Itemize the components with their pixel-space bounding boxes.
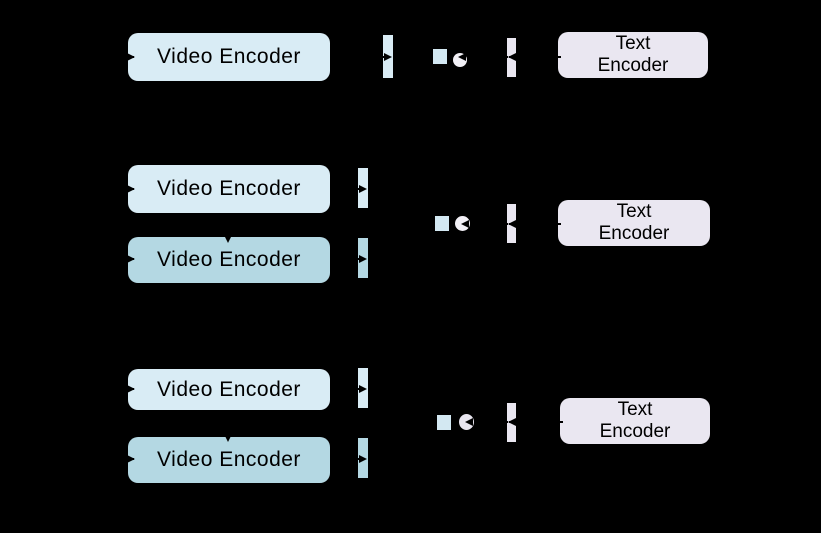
text-encoder-box: Text Encoder <box>558 200 710 246</box>
text-encoder-box: Text Encoder <box>560 398 710 444</box>
arrow-left-icon <box>465 418 473 426</box>
video-encoder-label: Video Encoder <box>157 448 301 471</box>
video-encoder-label: Video Encoder <box>157 45 301 68</box>
arrow-shaft-vertical <box>227 410 229 436</box>
arrow-shaft <box>509 421 563 423</box>
video-encoder-box: Video Encoder <box>128 33 330 81</box>
arrow-right-icon <box>359 255 367 263</box>
arrow-right-icon <box>127 255 135 263</box>
arrow-shaft <box>509 223 561 225</box>
arrow-shaft <box>509 56 561 58</box>
arrow-shaft <box>106 188 134 190</box>
arrow-right-icon <box>127 455 135 463</box>
arrow-right-icon <box>384 53 392 61</box>
video-encoder-box: Video Encoder <box>128 165 330 213</box>
arrow-shaft <box>476 421 508 423</box>
arrow-left-icon <box>461 220 469 228</box>
text-encoder-label: Text Encoder <box>598 201 670 244</box>
arrow-shaft <box>330 258 360 260</box>
arrow-down-icon <box>224 235 232 243</box>
arrow-right-icon <box>127 53 135 61</box>
arrow-shaft <box>106 458 134 460</box>
arrow-left-icon <box>508 220 516 228</box>
arrow-right-icon <box>127 185 135 193</box>
arrow-shaft <box>472 223 508 225</box>
arrow-right-icon <box>359 455 367 463</box>
video-encoder-box: Video Encoder <box>128 369 330 410</box>
arrow-shaft <box>470 56 508 58</box>
arrow-shaft <box>330 56 386 58</box>
video-encoder-label: Video Encoder <box>157 177 301 200</box>
video-embedding-square-icon <box>437 415 451 430</box>
arrow-shaft <box>106 388 134 390</box>
arrow-shaft <box>330 458 360 460</box>
arrow-down-icon <box>224 434 232 442</box>
arrow-shaft <box>330 188 360 190</box>
arrow-shaft <box>106 56 134 58</box>
video-encoder-label: Video Encoder <box>157 377 301 401</box>
text-encoder-box: Text Encoder <box>558 32 708 78</box>
video-encoder-box-secondary: Video Encoder <box>128 237 330 283</box>
arrow-shaft <box>106 258 134 260</box>
arrow-right-icon <box>359 385 367 393</box>
arrow-right-icon <box>359 185 367 193</box>
text-encoder-label: Text Encoder <box>597 33 669 76</box>
arrow-left-icon <box>458 53 466 61</box>
arrow-shaft-vertical <box>227 213 229 237</box>
video-embedding-square-icon <box>433 49 447 64</box>
arrow-left-icon <box>508 53 516 61</box>
arrow-shaft <box>330 388 360 390</box>
video-encoder-box-secondary: Video Encoder <box>128 437 330 483</box>
arrow-left-icon <box>508 418 516 426</box>
text-encoder-label: Text Encoder <box>599 399 671 442</box>
arrow-right-icon <box>127 385 135 393</box>
video-embedding-square-icon <box>435 216 449 231</box>
video-encoder-label: Video Encoder <box>157 248 301 271</box>
